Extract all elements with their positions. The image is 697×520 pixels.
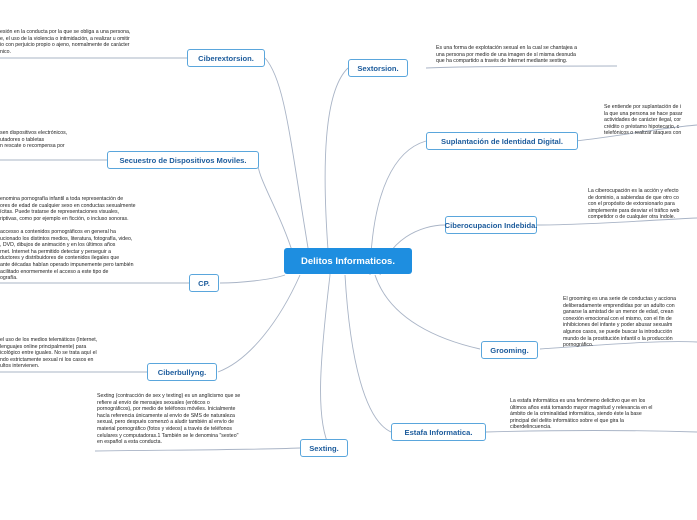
note-cp: enomina pornografía infantil a toda repr… <box>0 196 136 282</box>
branch-grooming <box>374 274 697 350</box>
note-suplantacion: Se entiende por suplantación de i la que… <box>604 104 683 137</box>
node-grooming[interactable]: Grooming. <box>481 341 538 359</box>
node-sexting[interactable]: Sexting. <box>300 439 348 457</box>
branch-sexting <box>94 274 331 452</box>
note-secuestro: sen dispositivos electrónicos, utadores … <box>0 130 68 150</box>
node-ciberextorsion[interactable]: Ciberextorsion. <box>187 49 265 67</box>
note-ciberextorsion: esión en la conducta por la que se oblig… <box>0 29 131 55</box>
branch-ciberocupacion <box>379 217 697 276</box>
node-label: Ciberextorsion. <box>198 53 254 63</box>
node-label: Grooming. <box>490 345 529 355</box>
branch-cp <box>0 274 286 284</box>
central-topic-label: Delitos Informaticos. <box>301 255 395 267</box>
note-grooming: El grooming es una serie de conductas y … <box>563 296 677 349</box>
node-secuestro[interactable]: Secuestro de Dispositivos Moviles. <box>107 151 259 169</box>
node-ciberocupacion[interactable]: Ciberocupacion Indebida. <box>445 216 537 234</box>
node-ciberbullyng[interactable]: Ciberbullyng. <box>147 363 217 381</box>
node-cp[interactable]: CP. <box>189 274 219 292</box>
branch-ciberextorsion <box>0 57 311 261</box>
note-sexting: Sexting (contracción de sex y texting) e… <box>97 393 241 446</box>
node-suplantacion[interactable]: Suplantación de Identidad Digital. <box>426 132 578 150</box>
node-label: Estafa Informatica. <box>404 427 473 437</box>
note-sextorsion: Es una forma de explotación sexual en la… <box>436 45 578 65</box>
note-estafa: La estafa informática es una fenómeno de… <box>510 398 653 431</box>
branch-sextorsion <box>324 65 618 276</box>
node-label: Sextorsion. <box>357 63 399 73</box>
node-label: Ciberocupacion Indebida. <box>444 220 538 230</box>
node-label: Suplantación de Identidad Digital. <box>441 136 563 146</box>
node-label: Sexting. <box>309 443 339 453</box>
central-topic[interactable]: Delitos Informaticos. <box>284 248 412 274</box>
node-label: CP. <box>198 278 210 288</box>
branch-suplantacion <box>369 124 697 276</box>
branch-ciberbullyng <box>0 274 301 373</box>
note-ciberocupacion: La ciberocupación es la acción y efecto … <box>588 188 680 221</box>
branch-estafa <box>344 274 697 433</box>
node-label: Secuestro de Dispositivos Moviles. <box>119 155 247 165</box>
node-label: Ciberbullyng. <box>157 367 207 377</box>
node-estafa[interactable]: Estafa Informatica. <box>391 423 486 441</box>
note-ciberbullyng: el uso de los medios telemáticos (Intern… <box>0 337 98 370</box>
node-sextorsion[interactable]: Sextorsion. <box>348 59 408 77</box>
